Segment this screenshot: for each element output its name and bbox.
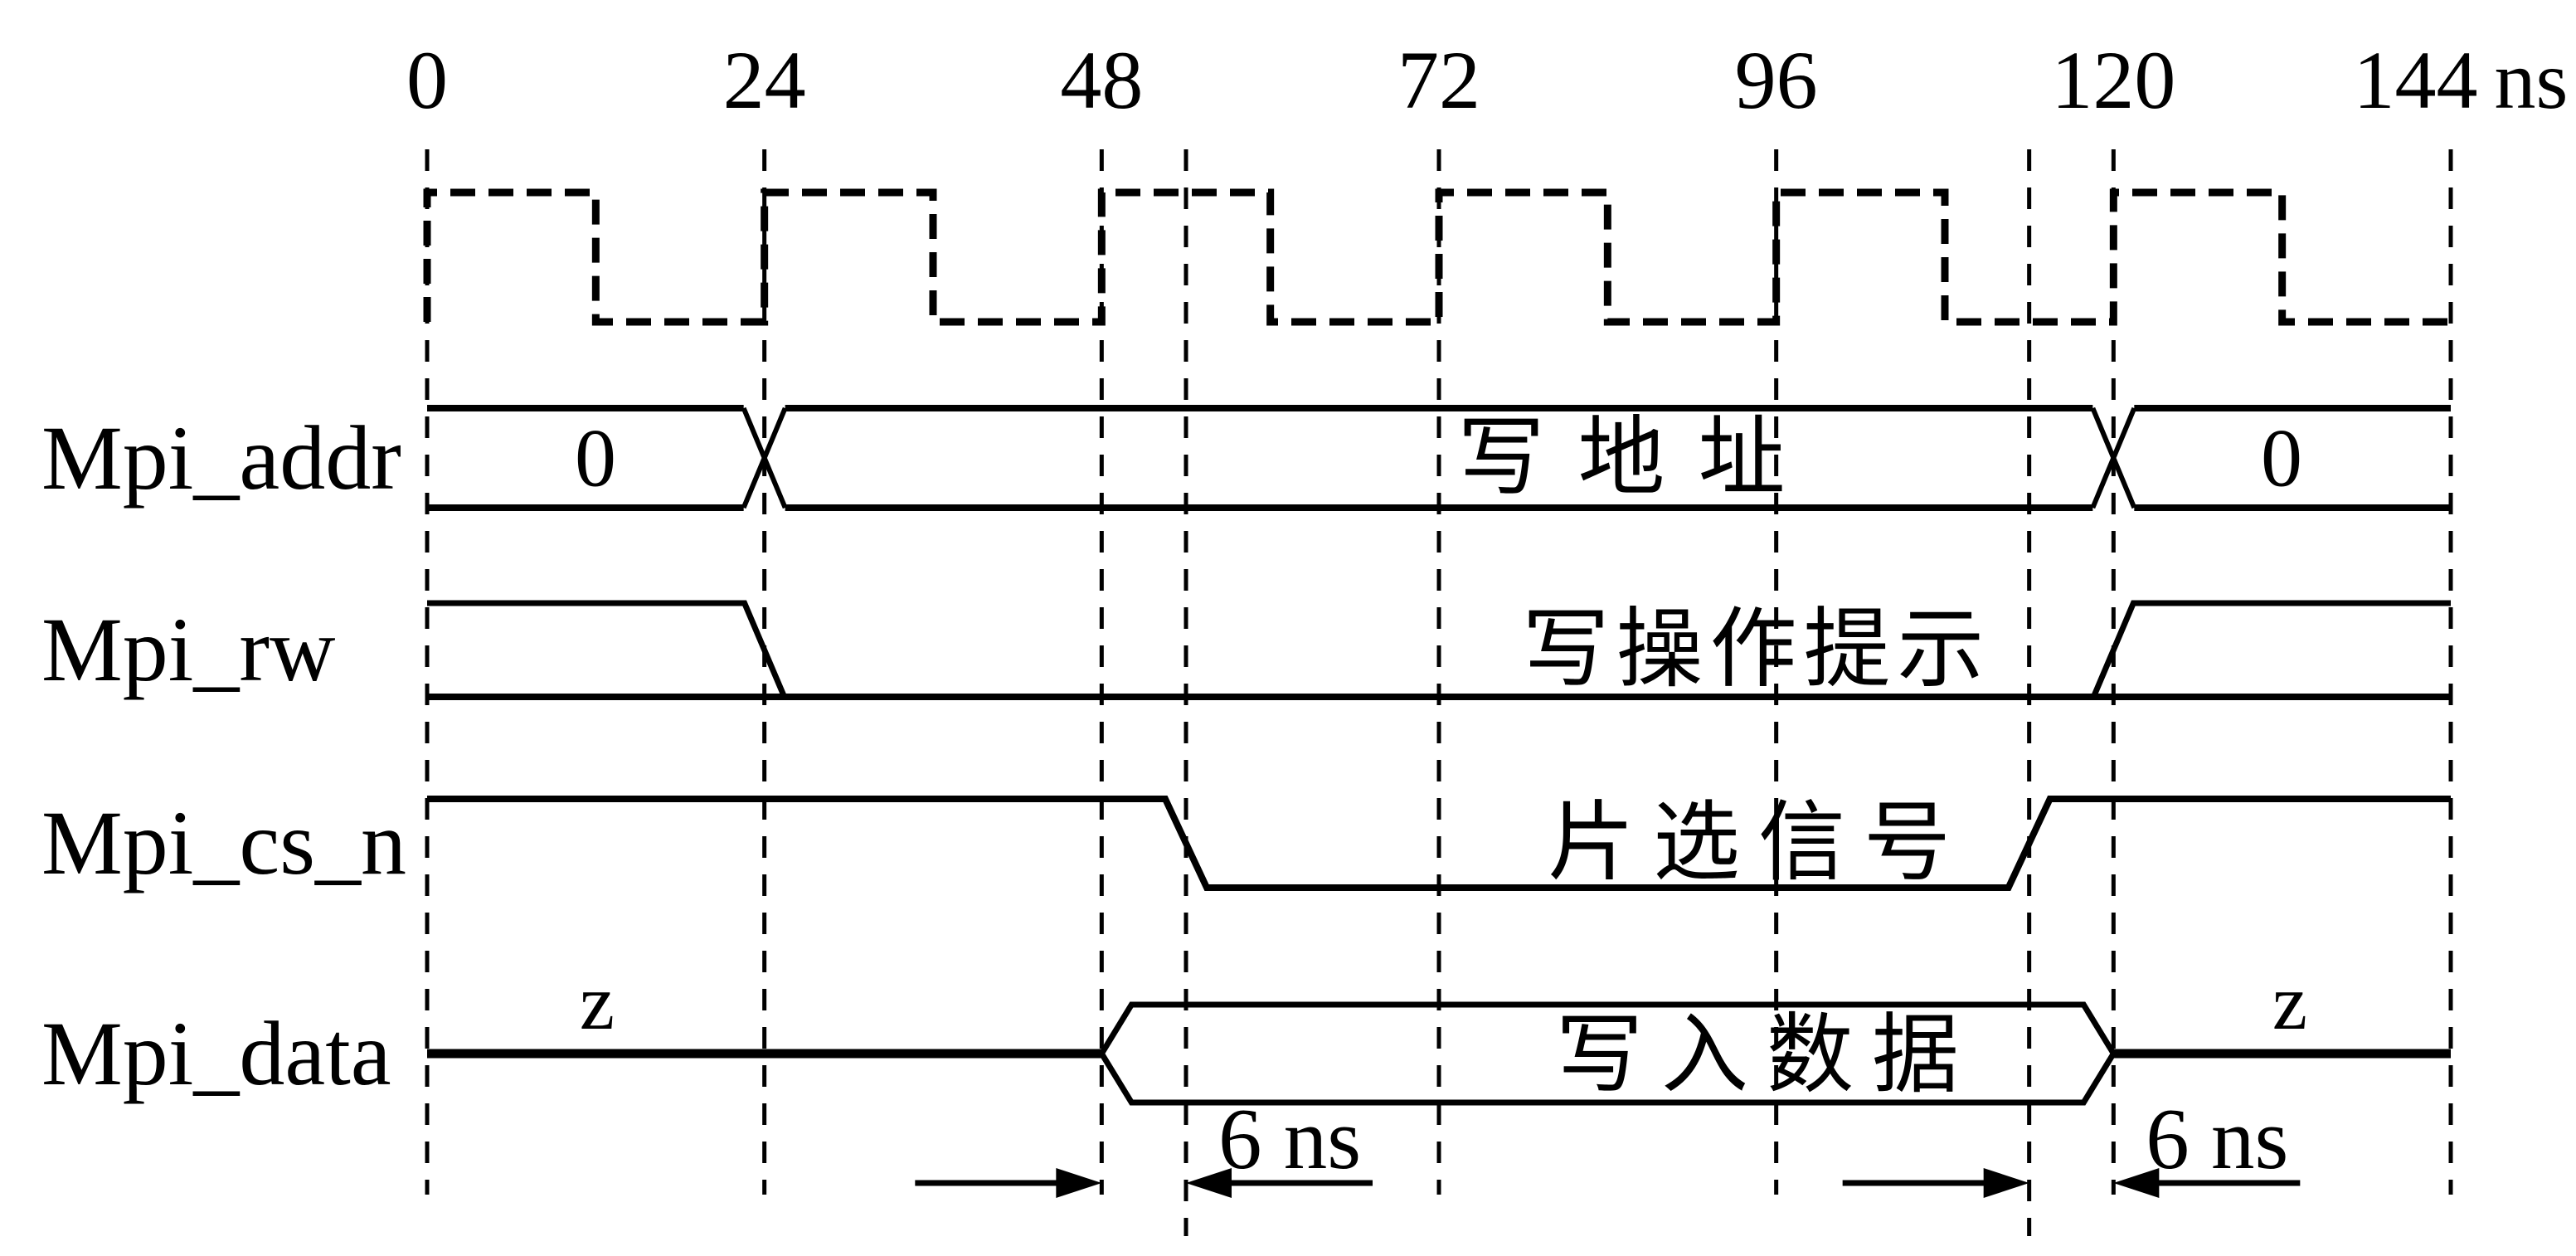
rw-annotation: 写操作提示 [1522, 601, 1990, 699]
signal-label-addr: Mpi_addr [41, 407, 401, 509]
signal-label-rw: Mpi_rw [41, 599, 335, 700]
signal-label-data: Mpi_data [41, 1003, 391, 1104]
rw-high-segment-and-fall [427, 600, 787, 699]
measure-arrowhead-left-icon [1186, 1168, 1232, 1198]
axis-tick-label-96: 96 [1735, 34, 1818, 126]
addr-bus-value-label: 0 [575, 412, 616, 504]
axis-tick-label-0: 0 [406, 34, 448, 126]
data-valid-top-rail [1099, 1001, 2117, 1055]
addr-bus-crossover [741, 406, 788, 509]
data-bus-value-label: 写入数据 [1556, 1007, 1977, 1104]
addr-bus-crossover [2090, 406, 2137, 509]
axis-tick-label-24: 24 [723, 34, 806, 126]
measure-arrowhead-right-icon [1056, 1168, 1102, 1198]
cs-annotation: 片选信号 [1548, 795, 1969, 892]
data-z-label: z [2272, 958, 2307, 1046]
measure-label: 6 ns [2146, 1090, 2288, 1187]
data-valid-bottom-rail [1099, 1052, 2117, 1106]
measure-arrowhead-right-icon [1983, 1168, 2029, 1198]
addr-bus-value-label: 写地址 [1457, 410, 1818, 507]
axis-tick-label-120: 120 [2051, 34, 2175, 126]
data-z-label: z [580, 958, 615, 1046]
signal-label-cs: Mpi_cs_n [41, 792, 406, 893]
addr-bus-value-label: 0 [2261, 412, 2302, 504]
axis-tick-label-72: 72 [1397, 34, 1480, 126]
rw-rise-and-high-segment [2091, 600, 2451, 699]
measure-label: 6 ns [1218, 1090, 1361, 1187]
axis-tick-label-144: 144 ns [2354, 34, 2569, 126]
axis-tick-label-48: 48 [1060, 34, 1143, 126]
cs-waveform [427, 796, 2451, 891]
measure-arrowhead-left-icon [2113, 1168, 2160, 1198]
clock-waveform [423, 188, 2451, 326]
